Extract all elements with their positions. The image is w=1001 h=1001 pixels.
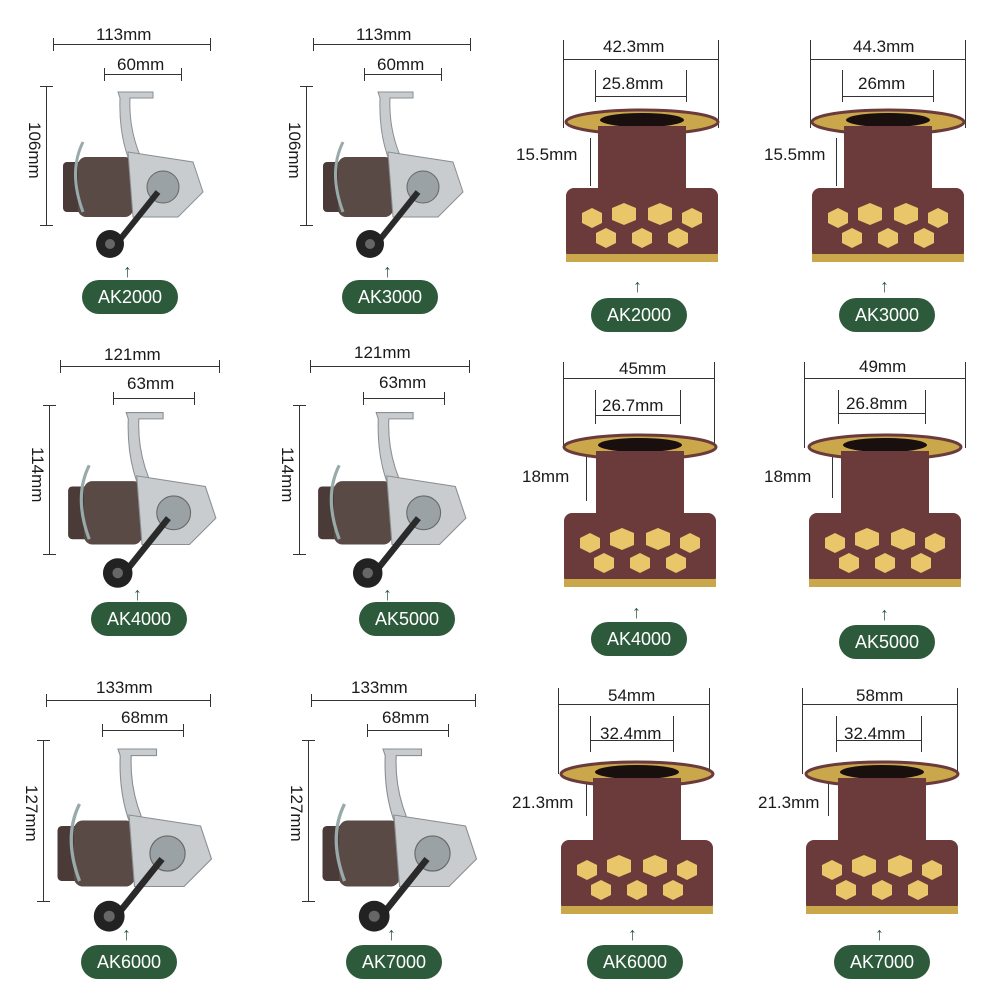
model-badge: AK7000 (346, 945, 442, 979)
arrow-up-icon: ↑ (875, 924, 884, 944)
reel-spool-length-label: 60mm (377, 55, 425, 74)
spinning-reel-image (322, 748, 478, 932)
spool-outer-diameter-label: 49mm (859, 357, 907, 376)
spool-image (564, 108, 720, 262)
spinning-reel-image (323, 91, 464, 258)
reel-spool-length-label: 68mm (121, 708, 169, 727)
model-badge: AK6000 (587, 945, 683, 979)
arrow-up-icon: ↑ (632, 602, 641, 622)
arrow-up-icon: ↑ (880, 604, 889, 624)
spool-depth-label: 15.5mm (516, 145, 578, 164)
spool-card: 49mm 26.8mm 18mm ↑ AK5000 (750, 340, 1001, 670)
spool-depth-label: 21.3mm (512, 793, 574, 812)
reel-card: 121mm 63mm 114mm ↑ AK4000 (0, 330, 250, 660)
reel-height-label: 114mm (278, 447, 297, 503)
spinning-reel-image (68, 412, 217, 588)
model-badge: AK3000 (839, 298, 935, 332)
arrow-up-icon: ↑ (383, 261, 392, 281)
reel-width-label: 133mm (351, 678, 408, 697)
reel-width-label: 121mm (354, 343, 411, 362)
reel-spool-length-label: 68mm (382, 708, 430, 727)
spool-outer-diameter-label: 58mm (856, 686, 904, 705)
reel-height-label: 127mm (287, 785, 306, 842)
spool-image (804, 760, 960, 914)
reel-width-label: 133mm (96, 678, 153, 697)
arrow-up-icon: ↑ (387, 924, 396, 944)
reel-card: 133mm 68mm 127mm ↑ AK6000 (0, 665, 250, 1001)
arrow-up-icon: ↑ (383, 584, 392, 604)
spool-depth-label: 18mm (764, 467, 812, 486)
spool-outer-diameter-label: 45mm (619, 359, 667, 378)
spool-outer-diameter-label: 54mm (608, 686, 656, 705)
spool-depth-label: 21.3mm (758, 793, 820, 812)
reel-spool-length-label: 63mm (127, 374, 175, 393)
spool-inner-diameter-label: 25.8mm (602, 74, 664, 93)
spool-inner-diameter-label: 32.4mm (600, 724, 662, 743)
reel-height-label: 127mm (22, 785, 41, 842)
arrow-up-icon: ↑ (122, 924, 131, 944)
model-badge: AK2000 (591, 298, 687, 332)
model-badge: AK2000 (82, 280, 178, 314)
spool-depth-label: 18mm (522, 467, 570, 486)
model-badge: AK6000 (81, 945, 177, 979)
spinning-reel-image (318, 412, 467, 588)
spool-inner-diameter-label: 26.7mm (602, 396, 664, 415)
reel-spool-length-label: 63mm (379, 373, 427, 392)
reel-height-label: 106mm (285, 122, 304, 179)
reel-spool-length-label: 60mm (117, 55, 165, 74)
arrow-up-icon: ↑ (133, 584, 142, 604)
spool-card: 45mm 26.7mm 18mm ↑ AK4000 (500, 340, 750, 670)
spool-image (559, 760, 715, 914)
spool-image (810, 108, 966, 262)
spinning-reel-image (63, 91, 204, 258)
arrow-up-icon: ↑ (633, 276, 642, 296)
spool-image (807, 433, 963, 587)
spool-card: 42.3mm 25.8mm 15.5mm ↑ AK2000 (500, 0, 750, 340)
spool-inner-diameter-label: 26mm (858, 74, 906, 93)
model-badge: AK3000 (342, 280, 438, 314)
model-badge: AK5000 (359, 602, 455, 636)
reel-width-label: 113mm (96, 25, 152, 44)
spool-outer-diameter-label: 44.3mm (853, 37, 915, 56)
spool-image (562, 433, 718, 587)
reel-card: 133mm 68mm 127mm ↑ AK7000 (265, 665, 515, 1001)
reel-card: 113mm 60mm 106mm ↑ AK2000 (0, 0, 250, 330)
spool-inner-diameter-label: 32.4mm (844, 724, 906, 743)
spool-inner-diameter-label: 26.8mm (846, 394, 908, 413)
spinning-reel-image (57, 748, 213, 932)
spool-outer-diameter-label: 42.3mm (603, 37, 665, 56)
reel-height-label: 106mm (25, 122, 44, 179)
model-badge: AK5000 (839, 625, 935, 659)
reel-width-label: 121mm (104, 345, 161, 364)
reel-width-label: 113mm (356, 25, 412, 44)
model-badge: AK4000 (91, 602, 187, 636)
arrow-up-icon: ↑ (123, 261, 132, 281)
spool-depth-label: 15.5mm (764, 145, 826, 164)
spool-card: 58mm 32.4mm 21.3mm ↑ AK7000 (750, 670, 1001, 1001)
spool-card: 44.3mm 26mm 15.5mm ↑ AK3000 (750, 0, 1001, 340)
model-badge: AK7000 (834, 945, 930, 979)
reel-height-label: 114mm (28, 447, 47, 503)
arrow-up-icon: ↑ (880, 276, 889, 296)
reel-card: 121mm 63mm 114mm ↑ AK5000 (250, 330, 500, 660)
model-badge: AK4000 (591, 622, 687, 656)
spool-card: 54mm 32.4mm 21.3mm ↑ AK6000 (500, 670, 750, 1001)
reel-card: 113mm 60mm 106mm ↑ AK3000 (260, 0, 510, 330)
arrow-up-icon: ↑ (628, 924, 637, 944)
